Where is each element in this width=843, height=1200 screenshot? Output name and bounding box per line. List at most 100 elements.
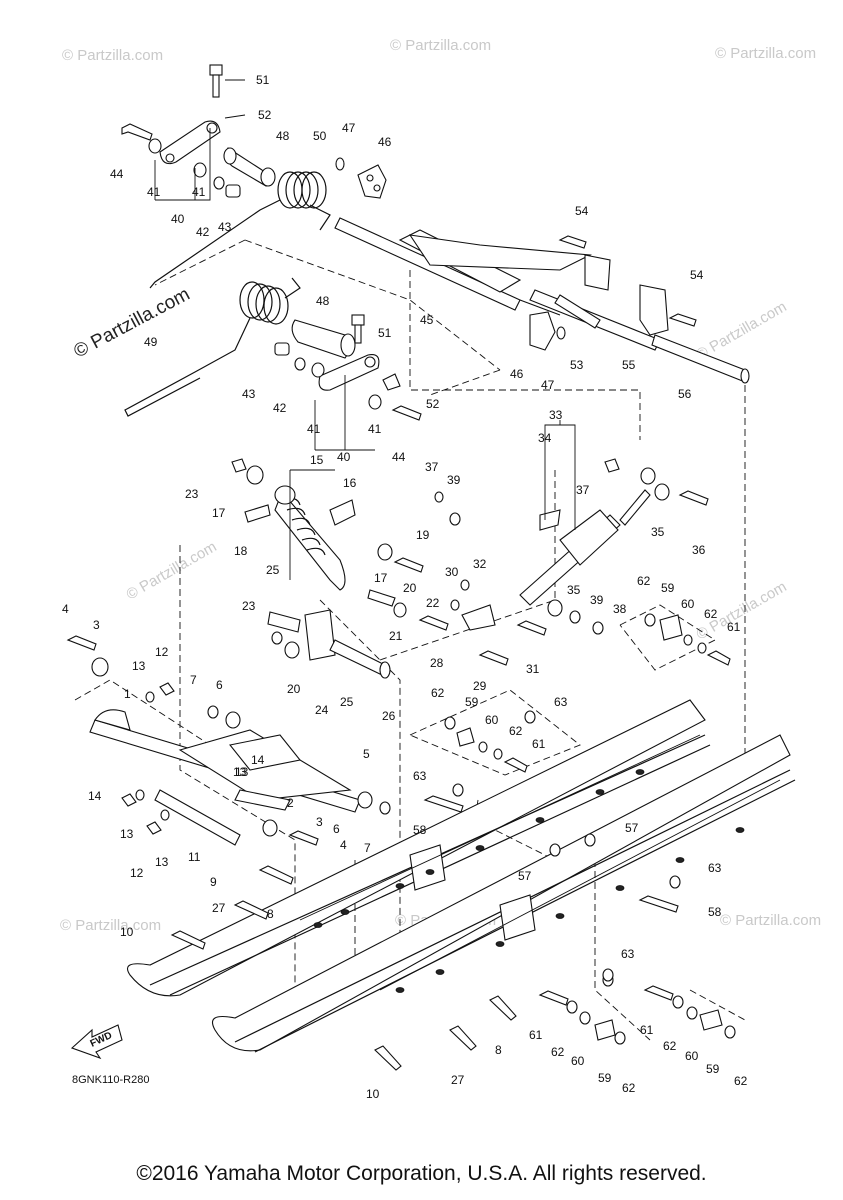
callout: 54 bbox=[690, 268, 704, 282]
callout: 11 bbox=[188, 850, 201, 864]
callout: 62 bbox=[663, 1039, 677, 1053]
callout: 23 bbox=[185, 487, 199, 501]
watermark: © Partzilla.com bbox=[720, 912, 821, 929]
callout: 5 bbox=[363, 747, 370, 761]
callout: 30 bbox=[445, 565, 459, 579]
callout: 25 bbox=[340, 695, 354, 709]
callout: 58 bbox=[413, 823, 427, 837]
callout: 50 bbox=[313, 129, 327, 143]
rear-arm-assembly bbox=[334, 217, 750, 384]
callout: 62 bbox=[734, 1074, 748, 1088]
callout: 61 bbox=[529, 1028, 543, 1042]
callout: 60 bbox=[685, 1049, 699, 1063]
lower-spring-assembly bbox=[124, 277, 422, 421]
callout: 8 bbox=[495, 1043, 502, 1057]
callout: 9 bbox=[210, 875, 217, 889]
callouts: 51 52 48 50 47 46 44 41 41 40 42 43 54 5… bbox=[62, 73, 748, 1101]
callout: 34 bbox=[538, 431, 552, 445]
callout: 3 bbox=[93, 618, 100, 632]
callout: 23 bbox=[242, 599, 256, 613]
callout: 61 bbox=[640, 1023, 654, 1037]
callout: 10 bbox=[120, 925, 134, 939]
callout: 63 bbox=[554, 695, 568, 709]
callout: 38 bbox=[613, 602, 627, 616]
callout: 32 bbox=[473, 557, 487, 571]
callout: 52 bbox=[258, 108, 272, 122]
callout: 41 bbox=[192, 185, 206, 199]
callout: 59 bbox=[465, 695, 479, 709]
callout: 58 bbox=[708, 905, 722, 919]
callout: 20 bbox=[403, 581, 417, 595]
callout: 62 bbox=[622, 1081, 636, 1095]
callout: 37 bbox=[576, 483, 590, 497]
leader-lines bbox=[154, 79, 576, 580]
callout: 48 bbox=[316, 294, 330, 308]
callout: 62 bbox=[704, 607, 718, 621]
callout: 7 bbox=[190, 673, 197, 687]
callout: 22 bbox=[426, 596, 440, 610]
watermark: © Partzilla.com bbox=[390, 37, 491, 54]
copyright-notice: ©2016 Yamaha Motor Corporation, U.S.A. A… bbox=[136, 1162, 707, 1185]
shock-absorbers bbox=[231, 458, 709, 624]
callout: 33 bbox=[549, 408, 563, 422]
callout: 44 bbox=[110, 167, 124, 181]
callout: 16 bbox=[343, 476, 357, 490]
callout: 4 bbox=[62, 602, 69, 616]
callout: 41 bbox=[147, 185, 161, 199]
callout: 15 bbox=[310, 453, 324, 467]
callout: 56 bbox=[678, 387, 692, 401]
callout: 17 bbox=[212, 506, 226, 520]
callout: 13 bbox=[120, 827, 134, 841]
upper-arm-assembly bbox=[121, 64, 387, 289]
callout: 4 bbox=[340, 838, 347, 852]
callout: 54 bbox=[575, 204, 589, 218]
callout: 13 bbox=[155, 855, 169, 869]
callout: 62 bbox=[509, 724, 523, 738]
callout: 35 bbox=[567, 583, 581, 597]
callout: 40 bbox=[171, 212, 185, 226]
callout: 47 bbox=[541, 378, 555, 392]
callout: 42 bbox=[196, 225, 210, 239]
callout: 10 bbox=[366, 1087, 380, 1101]
callout: 28 bbox=[430, 656, 444, 670]
callout: 63 bbox=[413, 769, 427, 783]
callout: 36 bbox=[692, 543, 706, 557]
callout: 59 bbox=[598, 1071, 612, 1085]
callout: 37 bbox=[425, 460, 439, 474]
callout: 1 bbox=[124, 687, 131, 701]
callout: 21 bbox=[389, 629, 403, 643]
callout: 19 bbox=[416, 528, 430, 542]
callout: 60 bbox=[571, 1054, 585, 1068]
callout: 60 bbox=[681, 597, 695, 611]
callout: 48 bbox=[276, 129, 290, 143]
callout: 8 bbox=[267, 907, 274, 921]
callout: 14 bbox=[251, 753, 265, 767]
callout: 51 bbox=[256, 73, 270, 87]
callout: 6 bbox=[216, 678, 223, 692]
watermark: © Partzilla.com bbox=[60, 917, 161, 934]
callout: 42 bbox=[273, 401, 287, 415]
callout: 24 bbox=[315, 703, 329, 717]
fwd-arrow: FWD bbox=[70, 1024, 123, 1060]
callout: 46 bbox=[378, 135, 392, 149]
callout: 53 bbox=[570, 358, 584, 372]
callout: 29 bbox=[473, 679, 487, 693]
callout: 7 bbox=[364, 841, 371, 855]
callout: 26 bbox=[382, 709, 396, 723]
callout: 57 bbox=[625, 821, 639, 835]
callout: 41 bbox=[368, 422, 382, 436]
rail-hardware bbox=[444, 613, 736, 1045]
callout: 60 bbox=[485, 713, 499, 727]
callout: 40 bbox=[337, 450, 351, 464]
callout: 13 bbox=[233, 765, 247, 779]
callout: 2 bbox=[287, 796, 294, 810]
callout: 41 bbox=[307, 422, 321, 436]
callout: 13 bbox=[235, 765, 249, 779]
callout: 13 bbox=[132, 659, 146, 673]
callout: 49 bbox=[144, 335, 158, 349]
watermark: © Partzilla.com bbox=[694, 298, 790, 363]
callout: 43 bbox=[242, 387, 256, 401]
callout: 17 bbox=[374, 571, 388, 585]
callout: 63 bbox=[621, 947, 635, 961]
callout: 59 bbox=[661, 581, 675, 595]
